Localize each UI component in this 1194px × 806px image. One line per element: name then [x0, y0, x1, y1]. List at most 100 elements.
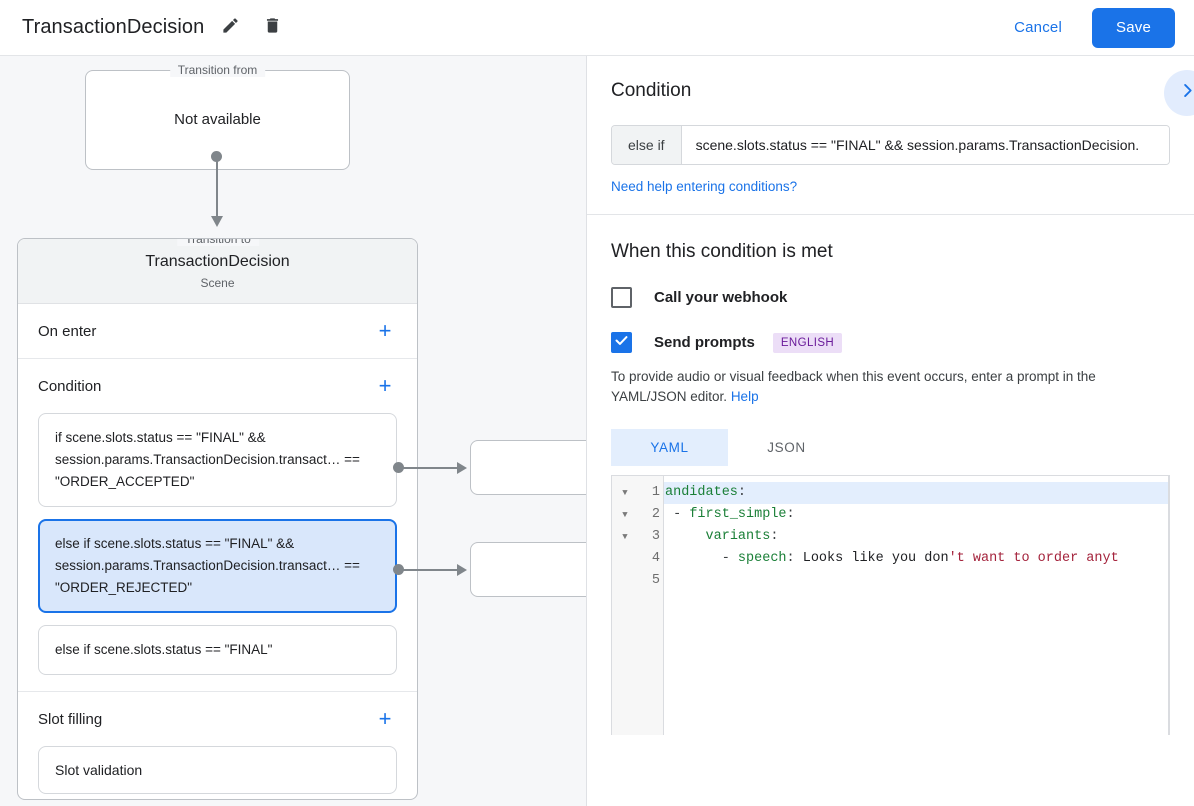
condition-edge-arrow [457, 564, 467, 576]
send-prompts-label: Send prompts [654, 334, 755, 351]
condition-list-item[interactable]: else if scene.slots.status == "FINAL" [38, 625, 397, 675]
code-fold-toggle[interactable]: ▼ [622, 510, 628, 520]
condition-edge-line [399, 569, 459, 571]
section-condition: Condition + if scene.slots.status == "FI… [18, 359, 417, 692]
transition-target-card[interactable] [470, 542, 586, 597]
tab-json[interactable]: JSON [728, 429, 845, 466]
code-line-number: 3 [651, 529, 660, 544]
condition-prefix-label: else if [612, 126, 682, 164]
language-badge: ENGLISH [772, 332, 843, 353]
condition-editor-section: Condition else if Need help entering con… [587, 56, 1194, 214]
code-line[interactable]: - first_simple: [664, 504, 1169, 526]
transition-to-legend: Transition to [177, 239, 259, 246]
code-token: : [786, 551, 803, 566]
section-condition-header: Condition + [38, 359, 397, 413]
prompt-hint-text: To provide audio or visual feedback when… [611, 367, 1169, 407]
expand-panel-button[interactable] [1164, 70, 1194, 116]
call-webhook-label: Call your webhook [654, 289, 788, 306]
condition-list: if scene.slots.status == "FINAL" && sess… [38, 413, 397, 691]
code-fold-toggle[interactable]: ▼ [622, 488, 628, 498]
code-fold-gutter: ▼ ▼ ▼ [612, 476, 638, 735]
code-token: : [770, 529, 779, 544]
slot-filling-list: Slot validation [38, 746, 397, 799]
condition-input-row: else if [611, 125, 1170, 165]
trash-icon [263, 16, 282, 40]
code-token: - [665, 551, 738, 566]
section-condition-title: Condition [38, 377, 102, 395]
section-on-enter: On enter + [18, 304, 417, 359]
code-line[interactable]: andidates: [664, 482, 1169, 504]
section-slot-filling: Slot filling + Slot validation [18, 692, 417, 799]
condition-details-panel: Condition else if Need help entering con… [587, 56, 1194, 806]
send-prompts-row: Send prompts ENGLISH [611, 332, 1170, 353]
transition-from-legend: Transition from [169, 63, 266, 77]
add-on-enter-button[interactable]: + [373, 319, 397, 343]
condition-edge-dot [393, 462, 404, 473]
editor-format-tabs: YAML JSON [611, 429, 1170, 466]
condition-edge-arrow [457, 462, 467, 474]
add-condition-button[interactable]: + [373, 374, 397, 398]
code-token: : [737, 485, 747, 500]
yaml-code-editor[interactable]: ▼ ▼ ▼ 1 2 3 4 5 andidates: - first_simple: var… [611, 475, 1170, 735]
cancel-button[interactable]: Cancel [998, 10, 1078, 45]
code-line[interactable]: - speech: Looks like you don't want to o… [664, 548, 1169, 570]
condition-list-item[interactable]: if scene.slots.status == "FINAL" && sess… [38, 413, 397, 507]
edit-title-button[interactable] [214, 12, 246, 44]
panel-divider [586, 56, 587, 806]
when-condition-heading: When this condition is met [611, 241, 833, 262]
code-fold-toggle[interactable]: ▼ [622, 532, 628, 542]
plus-icon: + [378, 373, 392, 398]
page-title: TransactionDecision [22, 16, 205, 38]
code-token: speech [737, 551, 787, 566]
section-on-enter-title: On enter [38, 322, 97, 340]
webhook-row: Call your webhook [611, 287, 1170, 308]
editor-right-rule [1168, 476, 1169, 735]
code-line[interactable] [664, 570, 1169, 592]
graph-edge-line [216, 156, 218, 220]
code-line-number-gutter: 1 2 3 4 5 [638, 476, 664, 735]
plus-icon: + [378, 706, 392, 731]
prompt-hint-body: To provide audio or visual feedback when… [611, 369, 1096, 404]
prompt-help-link[interactable]: Help [730, 389, 759, 404]
call-webhook-checkbox[interactable] [611, 287, 632, 308]
pencil-icon [221, 16, 240, 40]
section-slot-filling-header: Slot filling + [38, 692, 397, 746]
code-line-number: 4 [651, 551, 660, 566]
section-on-enter-header: On enter + [38, 304, 397, 358]
condition-edge-dot [393, 564, 404, 575]
code-content-area[interactable]: andidates: - first_simple: variants: - s… [664, 476, 1169, 735]
code-line-number: 2 [651, 507, 660, 522]
code-line-number: 1 [651, 485, 660, 500]
when-condition-met-section: When this condition is met Call your web… [587, 215, 1194, 735]
scene-name: TransactionDecision [145, 252, 290, 270]
code-fold-empty [612, 548, 638, 570]
send-prompts-checkbox[interactable] [611, 332, 632, 353]
scene-type-label: Scene [200, 275, 235, 290]
app-header: TransactionDecision Cancel Save [0, 0, 1194, 56]
condition-heading: Condition [611, 80, 692, 101]
code-token: Looks like you don [802, 551, 949, 566]
tab-yaml[interactable]: YAML [611, 429, 728, 466]
condition-expression-input[interactable] [681, 126, 1169, 164]
main-content: Transition from Not available Transition… [0, 56, 1194, 806]
code-line[interactable]: variants: [664, 526, 1169, 548]
condition-help-link[interactable]: Need help entering conditions? [611, 179, 798, 194]
code-token: : [786, 507, 795, 522]
slot-filling-item[interactable]: Slot validation [38, 746, 397, 794]
transition-from-value: Not available [174, 111, 261, 128]
delete-button[interactable] [256, 12, 288, 44]
plus-icon: + [378, 318, 392, 343]
code-token: variants [705, 529, 771, 544]
code-line-number: 5 [651, 573, 660, 588]
condition-list-item-selected[interactable]: else if scene.slots.status == "FINAL" &&… [38, 519, 397, 613]
add-slot-filling-button[interactable]: + [373, 707, 397, 731]
transition-target-card[interactable] [470, 440, 586, 495]
transition-to-card: Transition to TransactionDecision Scene … [17, 238, 418, 800]
code-fold-empty [612, 570, 638, 592]
save-button[interactable]: Save [1092, 7, 1175, 48]
code-token [665, 529, 706, 544]
chevron-right-icon [1178, 81, 1194, 105]
section-divider [587, 214, 1194, 215]
condition-edge-line [399, 467, 459, 469]
scene-header: TransactionDecision Scene [18, 239, 417, 304]
